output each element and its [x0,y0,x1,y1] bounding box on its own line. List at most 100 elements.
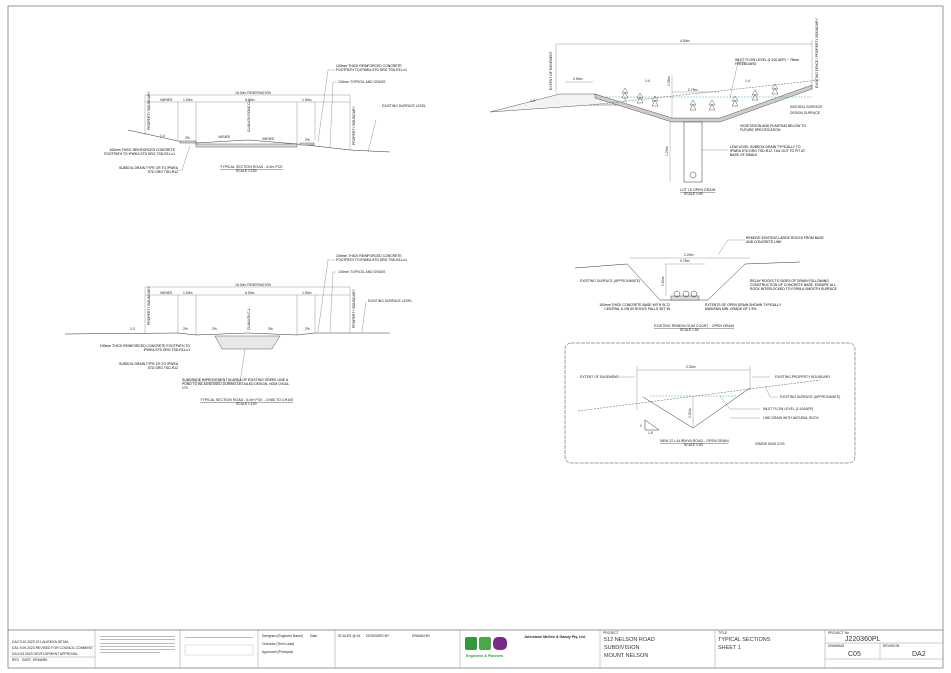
section-scale: SCALE 1:50 [684,443,703,447]
vegetation-icons [621,83,779,111]
section-scale: SCALE 1:100 [236,169,257,173]
title-label: TITLE [718,631,728,635]
ribbon-gum-court-open-drain: 2.20m 0.75m 0.60m REMOVE EXISTING LARGE … [574,236,837,332]
revision-label: REVISION [883,644,900,648]
crossfall-road: 3% [268,327,273,331]
remark-header: REMARK [33,658,48,662]
footpath-note-left: 100mm THICK REINFORCED CONCRETE FOOTPATH… [99,344,190,352]
subsoil-trench [683,121,703,183]
dim-depth: 0.60m [661,276,665,286]
dim-reservation: 18.00m RESERVATION [235,283,272,287]
dim-subsoil-depth: 1.20m [665,146,669,156]
dim-varies: VARIES [160,291,173,295]
slope-label-2: 1:4 [645,79,650,83]
section-scale: SCALE 1:50 [684,192,703,196]
dim-berm: 0.50m [573,77,583,81]
section-scale: SCALE 1:50 [680,328,699,332]
footpath-note: 100mm THICK REINFORCED CONCRETE FOOTPATH… [336,254,407,262]
project-line3: MOUNT NELSON [604,653,648,659]
centreline-label: CL/ALIGN C.L. [247,307,251,330]
dim-base: 0.75m [688,88,698,92]
crossfall-right: 2% [305,138,310,142]
date-label: Date [310,634,317,638]
inlet-note: INLET FLOW LEVEL (1:100 AEP) ~ 75mm FREE… [735,58,800,66]
design-surface-label: DESIGN SURFACE [790,111,821,115]
boundary-label: PROPERTY BOUNDARY [147,91,151,130]
drawing-no: C05 [848,651,861,658]
relay-rocks-note: RELAY ROCKS TO SIDES OF DRAIN FOLLOWING … [750,279,837,291]
dim-width: 2.20m [684,253,694,257]
boundary-label-right: PROPERTY BOUNDARY [352,289,356,328]
topsoil-note: 100mm TOPSOIL AND GRASS [338,270,386,274]
revision-no: DA2 [912,651,926,658]
section-scale: SCALE 1:100 [236,402,257,406]
dim-depth: 0.50m [688,408,692,418]
boundary-label: PROPERTY BOUNDARY [147,286,151,325]
project-line1: 512 NELSON ROAD [604,637,655,643]
revision-cloud [564,342,856,464]
easement-label: EXTENT OF EASEMENT [549,51,553,90]
dim-path: 1.50m [183,98,193,102]
extents-note: EXTENTS OF OPEN DRAIN SHOWN TYPICALLY MA… [705,303,782,311]
sheet-border [7,5,944,669]
approved-label: Approved (Principal) [262,650,293,654]
dim-depth: 0.35m [667,76,671,86]
typical-section-road-1: 18.00m RESERVATION VARIES 1.50m 6.00m 1.… [104,64,426,174]
project-line2: SUBDIVISION [604,645,639,651]
project-no-label: PROJECT No [828,631,849,635]
title-line2: SHEET 1 [718,645,741,651]
subsoil-note: SUBSOIL DRAIN TYPE CR TO IPWEA STD DRG T… [118,166,178,174]
existing-surface-label: EXISTING SURFACE LEVEL [382,104,426,108]
natural-surface-label: NATURAL SURFACE [790,105,823,109]
designed-label: Designed (Engineer Name) [262,634,303,638]
subgrade-note: SUBGRADE IMPROVEMENT IN AREA OF EXISTING… [182,378,290,390]
scales-label: SCALES @ A1 [338,634,361,638]
existing-surface-label: EXISTING SURFACE (APPROXIMATE) [780,395,840,399]
section-title: NEW 22 LALIRMYA ROAD - OPEN DRAIN [660,439,729,443]
slope-label-3: 1:4 [745,79,750,83]
topsoil-note: 100mm TOPSOIL AND GRASS [338,80,386,84]
section-title: LOT 15 OPEN DRAIN [680,188,716,192]
dim-width: 2.00m [686,365,696,369]
remove-rocks-note: REMOVE EXISTING LARGE ROCKS FROM BASE AN… [746,236,824,244]
dim-path: 1.50m [183,291,193,295]
subgrade-improvement [214,335,281,350]
slope-label: 1:3 [130,327,135,331]
centreline-label: CL/ALIGN ROAD C.L. [247,99,251,132]
drawing-label: DRAWING [828,644,845,648]
drawn-by-label: DRAWN BY [412,634,431,638]
drain-lining [594,84,813,123]
boundary-label-right: PROPERTY BOUNDARY [352,106,356,145]
copyright-notes [100,636,254,656]
lalirmya-road-open-drain: 2.00m 0.50m 1 1.5 EXTENT OF EASEMENT EXIS… [564,342,856,464]
revision-row: DA 5.09.2023 DEVELOPMENT APPROVAL [12,652,78,656]
crossfall-varies-right: VARIES [262,137,275,141]
subsoil-note: SUBSOIL DRAIN TYPE CR TO IPWEA STD DRG T… [118,362,178,370]
slope-label: 1:4 [530,99,535,103]
crossfall-left: 2% [185,136,190,140]
section-title: TYPICAL SECTION ROAD - 6.0m PCK [220,165,283,169]
company-name: Johnstone McGee & Gandy Pty. Ltd. [524,635,586,639]
crossfall-right: 2% [305,327,310,331]
rock-note: LINE DRAIN WITH NATURAL ROCK [763,416,819,420]
crossfall-mid: 2% [212,327,217,331]
dim-reservation: 18.00m RESERVATION [235,91,272,95]
revision-table: DA2 9.10.2023 22 LALIRMYA DETAIL DA1 9.0… [10,640,95,662]
crossfall-varies: VARIES [218,135,231,139]
easement-label: EXTENT OF EASEMENT [580,375,619,379]
designed-by-label: DESIGNED BY [366,634,390,638]
checked-label: Checked (Tech Lead) [262,642,294,646]
project-no: J220360PL [845,636,881,643]
revision-row: DA2 9.10.2023 22 LALIRMYA DETAIL [12,640,69,644]
date-header: DATE [22,658,32,662]
footpath-note-left: 100mm THICK REINFORCED CONCRETE FOOTPATH… [104,148,175,156]
title-line1: TYPICAL SECTIONS [718,637,771,643]
typical-section-road-2: 18.00m RESERVATION VARIES 1.50m 6.00m 1.… [64,254,412,406]
subsoil-note: LOW LEVEL SUBSOIL DRAIN TYPICALLY TO IPW… [730,145,806,157]
slope-v: 1 [640,424,642,428]
company-logo: Engineers & Planners [465,637,507,658]
slope-h: 1.5 [648,431,653,435]
section-title: EXISTING RIBBON GUM COURT - OPEN DRAIN [654,324,735,328]
boundary-label: EXISTING PROPERTY BOUNDARY [775,375,831,379]
